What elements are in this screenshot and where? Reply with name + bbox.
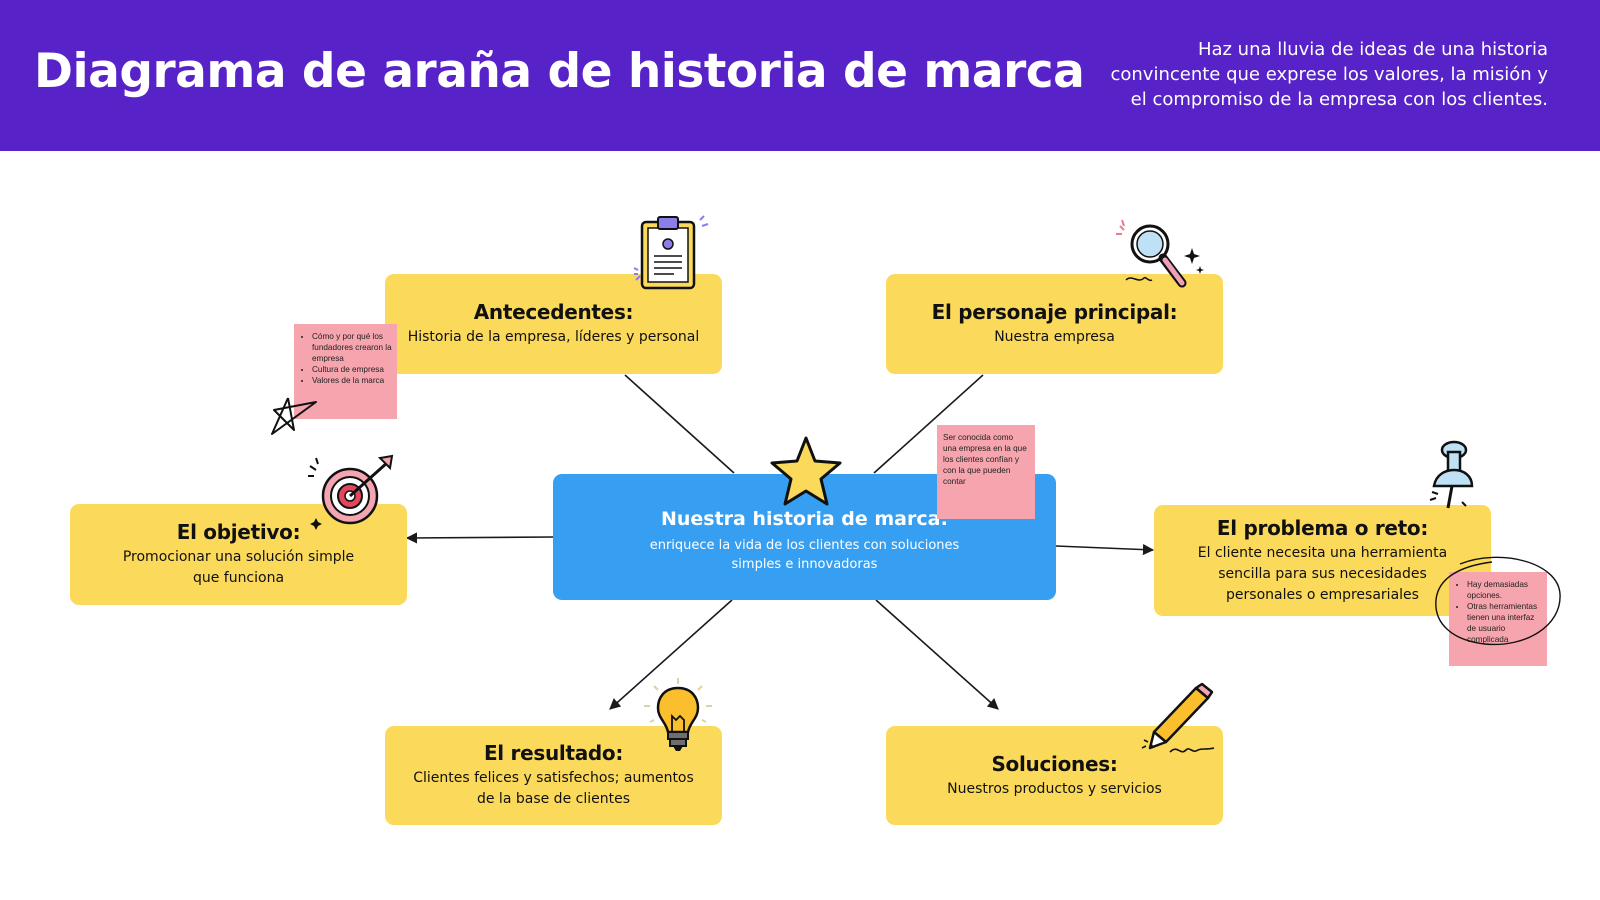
subtitle-line: Haz una lluvia de ideas de una historia bbox=[1197, 39, 1548, 60]
node-body: Clientes felices y satisfechos; aumentos… bbox=[413, 768, 694, 810]
subtitle-line: el compromiso de la empresa con los clie… bbox=[1130, 89, 1548, 110]
node-body-line: Promocionar una solución simple bbox=[122, 549, 355, 565]
node-body: El cliente necesita una herramienta senc… bbox=[1198, 543, 1447, 606]
clipboard-icon bbox=[633, 215, 709, 290]
node-body: Nuestra empresa bbox=[994, 327, 1115, 348]
node-body-line: sencilla para sus necesidades bbox=[1218, 565, 1427, 582]
page-subtitle: Haz una lluvia de ideas de una historia … bbox=[1028, 37, 1548, 112]
pencil-icon bbox=[1141, 682, 1215, 753]
sticky-note-problema: Hay demasiadas opciones. Otras herramien… bbox=[1449, 572, 1547, 666]
node-body-line: que funciona bbox=[192, 570, 285, 586]
node-body-line: Nuestros productos y servicios bbox=[947, 780, 1162, 797]
lightbulb-icon bbox=[644, 678, 712, 751]
note-item: Otras herramientas tienen una interfaz d… bbox=[1467, 601, 1543, 645]
node-objetivo: El objetivo: Promocionar una solución si… bbox=[70, 504, 407, 605]
center-node: Nuestra historia de marca: enriquece la … bbox=[553, 474, 1056, 600]
note-item: Valores de la marca bbox=[312, 375, 393, 386]
node-title: Soluciones: bbox=[991, 751, 1118, 776]
connector-antecedentes bbox=[624, 374, 735, 474]
node-problema-reto: El problema o reto: El cliente necesita … bbox=[1154, 505, 1491, 616]
star-doodle-icon bbox=[271, 397, 317, 435]
note-item: Cultura de empresa bbox=[312, 364, 393, 375]
node-body: Historia de la empresa, líderes y person… bbox=[408, 327, 700, 348]
sticky-note-center: Ser conocida como una empresa en la que … bbox=[937, 425, 1035, 519]
node-body-line: personales o empresariales bbox=[1226, 586, 1419, 603]
connector-resultado bbox=[609, 599, 733, 710]
node-body-line: Historia de la empresa, líderes y person… bbox=[407, 329, 700, 345]
center-node-body: enriquece la vida de los clientes con so… bbox=[650, 536, 960, 574]
circle-doodle-icon bbox=[1435, 556, 1561, 646]
magnifier-icon bbox=[1116, 219, 1204, 288]
connector-problema bbox=[1055, 543, 1155, 556]
node-resultado: El resultado: Clientes felices y satisfe… bbox=[385, 726, 722, 825]
note-text: Ser conocida como una empresa en la que … bbox=[943, 433, 1027, 486]
center-node-title: Nuestra historia de marca: bbox=[660, 508, 949, 530]
header-banner: Diagrama de araña de historia de marca H… bbox=[0, 0, 1600, 151]
pushpin-icon bbox=[1429, 440, 1474, 509]
node-body-line: de la base de clientes bbox=[476, 791, 630, 807]
node-title: Antecedentes: bbox=[473, 300, 634, 324]
node-body: Promocionar una solución simple que func… bbox=[123, 547, 354, 589]
node-body-line: El cliente necesita una herramienta bbox=[1197, 544, 1448, 561]
node-personaje-principal: El personaje principal: Nuestra empresa bbox=[886, 274, 1223, 374]
center-node-line: simples e innovadoras bbox=[731, 557, 878, 572]
node-title: El problema o reto: bbox=[1216, 515, 1429, 540]
connector-objetivo bbox=[405, 532, 554, 544]
node-title: El personaje principal: bbox=[931, 300, 1178, 324]
node-body-line: Clientes felices y satisfechos; aumentos bbox=[413, 770, 694, 786]
connector-soluciones bbox=[875, 599, 999, 710]
center-node-line: enriquece la vida de los clientes con so… bbox=[649, 538, 960, 553]
node-body-line: Nuestra empresa bbox=[994, 329, 1115, 345]
page-title: Diagrama de araña de historia de marca bbox=[34, 44, 1085, 99]
note-item: Cómo y por qué los fundadores crearon la… bbox=[312, 331, 393, 364]
node-body: Nuestros productos y servicios bbox=[947, 779, 1162, 800]
subtitle-line: convincente que exprese los valores, la … bbox=[1110, 64, 1548, 85]
node-antecedentes: Antecedentes: Historia de la empresa, lí… bbox=[385, 274, 722, 374]
target-icon bbox=[308, 454, 394, 530]
note-item: Hay demasiadas opciones. bbox=[1467, 579, 1543, 601]
connector-personaje bbox=[873, 374, 984, 474]
node-title: El objetivo: bbox=[176, 520, 301, 544]
node-title: El resultado: bbox=[483, 741, 624, 765]
star-icon bbox=[770, 436, 842, 506]
